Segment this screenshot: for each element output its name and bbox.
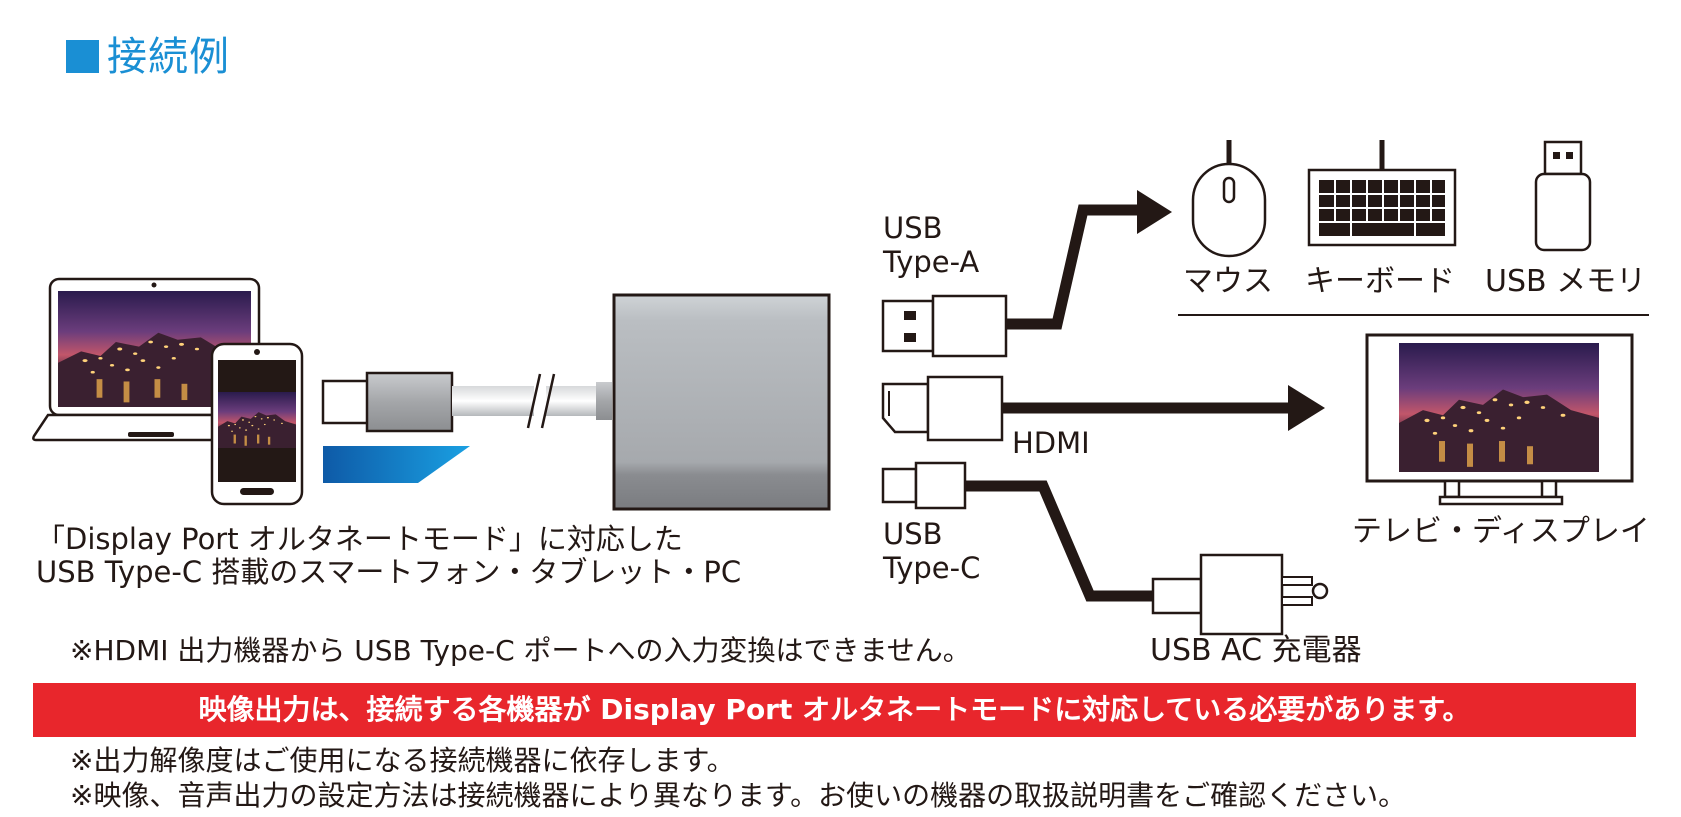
smartphone-camera-icon	[254, 349, 260, 355]
laptop	[32, 277, 261, 442]
usb-a-label-line2: Type-A	[883, 245, 980, 279]
usb-memory-icon	[1534, 140, 1592, 252]
tv-display-icon	[1365, 333, 1634, 506]
heading-title: 接続例	[107, 34, 230, 80]
usb-c-connector	[881, 461, 967, 510]
requirement-banner: 映像出力は、接続する各機器が Display Port オルタネートモードに対応…	[33, 683, 1636, 737]
laptop-camera-icon	[151, 282, 157, 288]
usb-c-label-line2: Type-C	[883, 551, 981, 585]
tv-display-label: テレビ・ディスプレイ	[1352, 514, 1650, 549]
keyboard-label: キーボード	[1305, 264, 1455, 299]
square-bullet-icon	[66, 40, 99, 73]
footnote-audio-video: ※映像、音声出力の設定方法は接続機器により異なります。お使いの機器の取扱説明書を…	[70, 779, 1407, 812]
tv-screen	[1399, 343, 1599, 472]
mouse-icon	[1191, 140, 1267, 258]
hdmi-label: HDMI	[1012, 426, 1090, 460]
signal-flow-arrow	[323, 446, 470, 483]
usb-a-label-line1: USB	[883, 211, 943, 245]
section-heading: 接続例	[66, 32, 230, 82]
usb-c-plug	[321, 371, 612, 433]
usb-a-connector	[881, 294, 1008, 358]
smartphone-screen	[218, 392, 296, 448]
smartphone-home-button	[240, 488, 274, 495]
input-conversion-note: ※HDMI 出力機器から USB Type-C ポートへの入力変換はできません。	[70, 634, 971, 667]
hdmi-connector	[881, 375, 1004, 442]
usb-memory-label: USB メモリ	[1485, 264, 1647, 299]
source-device-label-line2: USB Type-C 搭載のスマートフォン・タブレット・PC	[36, 555, 742, 589]
usb-a-cable	[1006, 204, 1141, 330]
footnote-resolution: ※出力解像度はご使用になる接続機器に依存します。	[70, 744, 735, 777]
smartphone	[210, 342, 304, 506]
usb-c-cable	[965, 480, 1152, 602]
hdmi-arrowhead-icon	[1288, 385, 1325, 431]
usb-ac-charger-icon	[1151, 553, 1329, 636]
mouse-label: マウス	[1183, 264, 1273, 299]
source-device-label-line1: 「Display Port オルタネートモード」に対応した	[36, 522, 683, 556]
charger-label: USB AC 充電器	[1150, 633, 1362, 668]
keyboard-icon	[1307, 140, 1457, 247]
usb-c-label-line1: USB	[883, 517, 943, 551]
adapter-body	[612, 293, 831, 511]
laptop-trackpad-line	[128, 432, 174, 437]
cable-break-mark	[526, 373, 542, 429]
usb-a-arrowhead-icon	[1137, 190, 1172, 234]
